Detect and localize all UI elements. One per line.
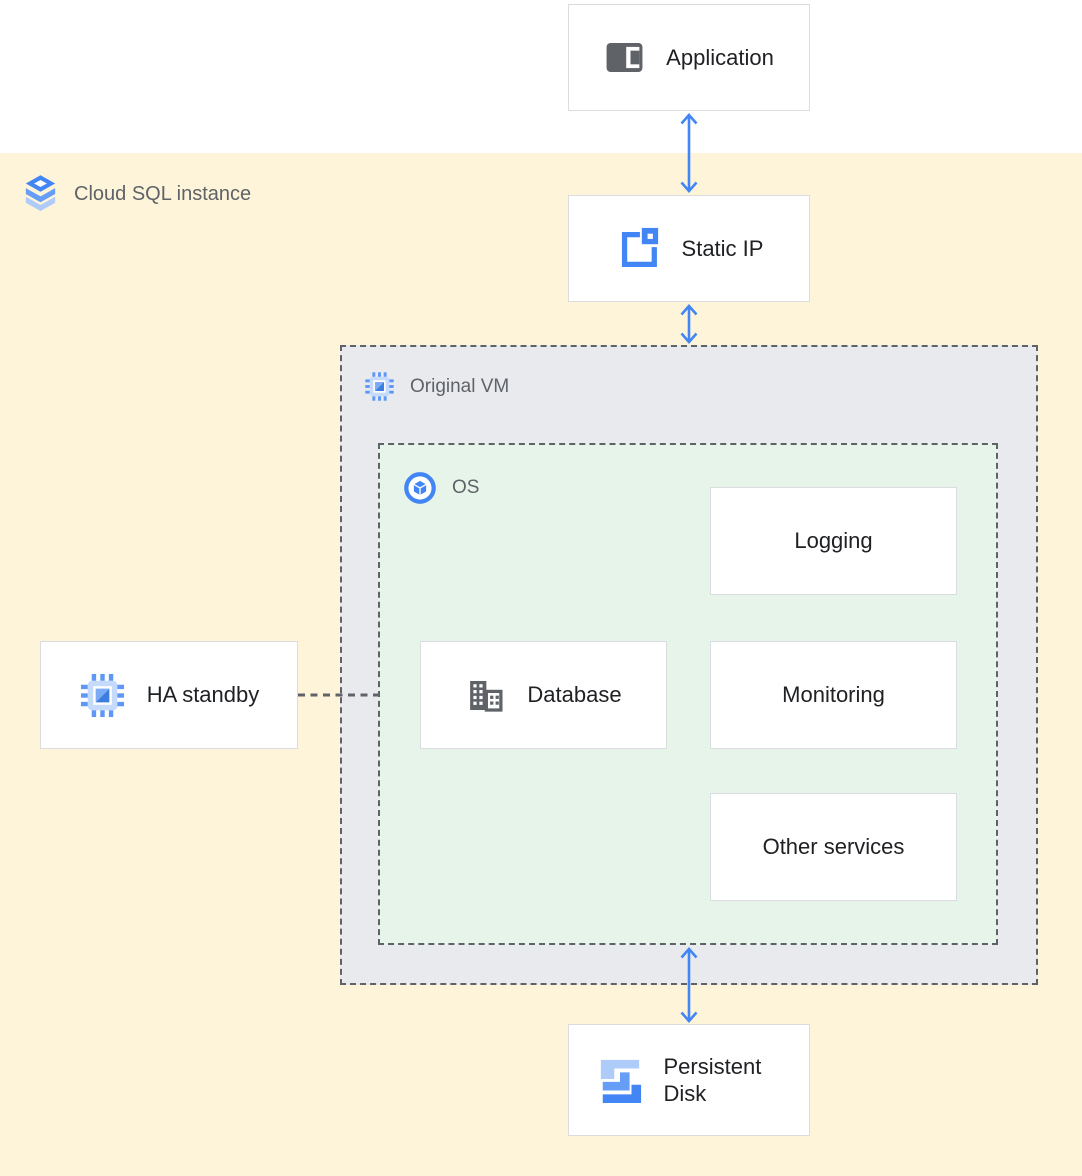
application-icon [604,37,645,78]
os-icon [403,471,437,505]
compute-engine-icon [79,672,126,719]
persistent-disk-label: Persistent Disk [663,1053,762,1107]
static-ip-icon [615,226,661,272]
application-node: Application [568,4,810,111]
monitoring-node: Monitoring [710,641,957,749]
application-label: Application [666,44,774,70]
os-title: OS [452,477,480,498]
static-ip-node: Static IP [568,195,810,302]
cloud-sql-icon [24,174,57,215]
database-icon [465,675,506,716]
original-vm-title: Original VM [410,375,510,397]
static-ip-label: Static IP [681,235,764,261]
logging-label: Logging [794,528,873,553]
connector-hastandby-vm [298,690,380,700]
cloud-sql-region-title: Cloud SQL instance [74,183,252,205]
cloud-sql-region-label: Cloud SQL instance [24,174,251,215]
other-services-node: Other services [710,793,957,901]
database-node: Database [420,641,667,749]
other-services-label: Other services [762,834,905,859]
arrow-application-staticip [677,112,701,194]
arrow-staticip-vm [677,303,701,345]
ha-standby-node: HA standby [40,641,298,749]
monitoring-label: Monitoring [782,682,885,707]
persistent-disk-node: Persistent Disk [568,1024,810,1136]
database-label: Database [527,682,622,707]
persistent-disk-icon [597,1057,643,1103]
arrow-os-persistentdisk [677,946,701,1024]
ha-standby-label: HA standby [146,682,260,707]
logging-node: Logging [710,487,957,595]
original-vm-label: Original VM [364,371,509,402]
compute-engine-icon [364,371,395,402]
os-label: OS [403,471,479,505]
